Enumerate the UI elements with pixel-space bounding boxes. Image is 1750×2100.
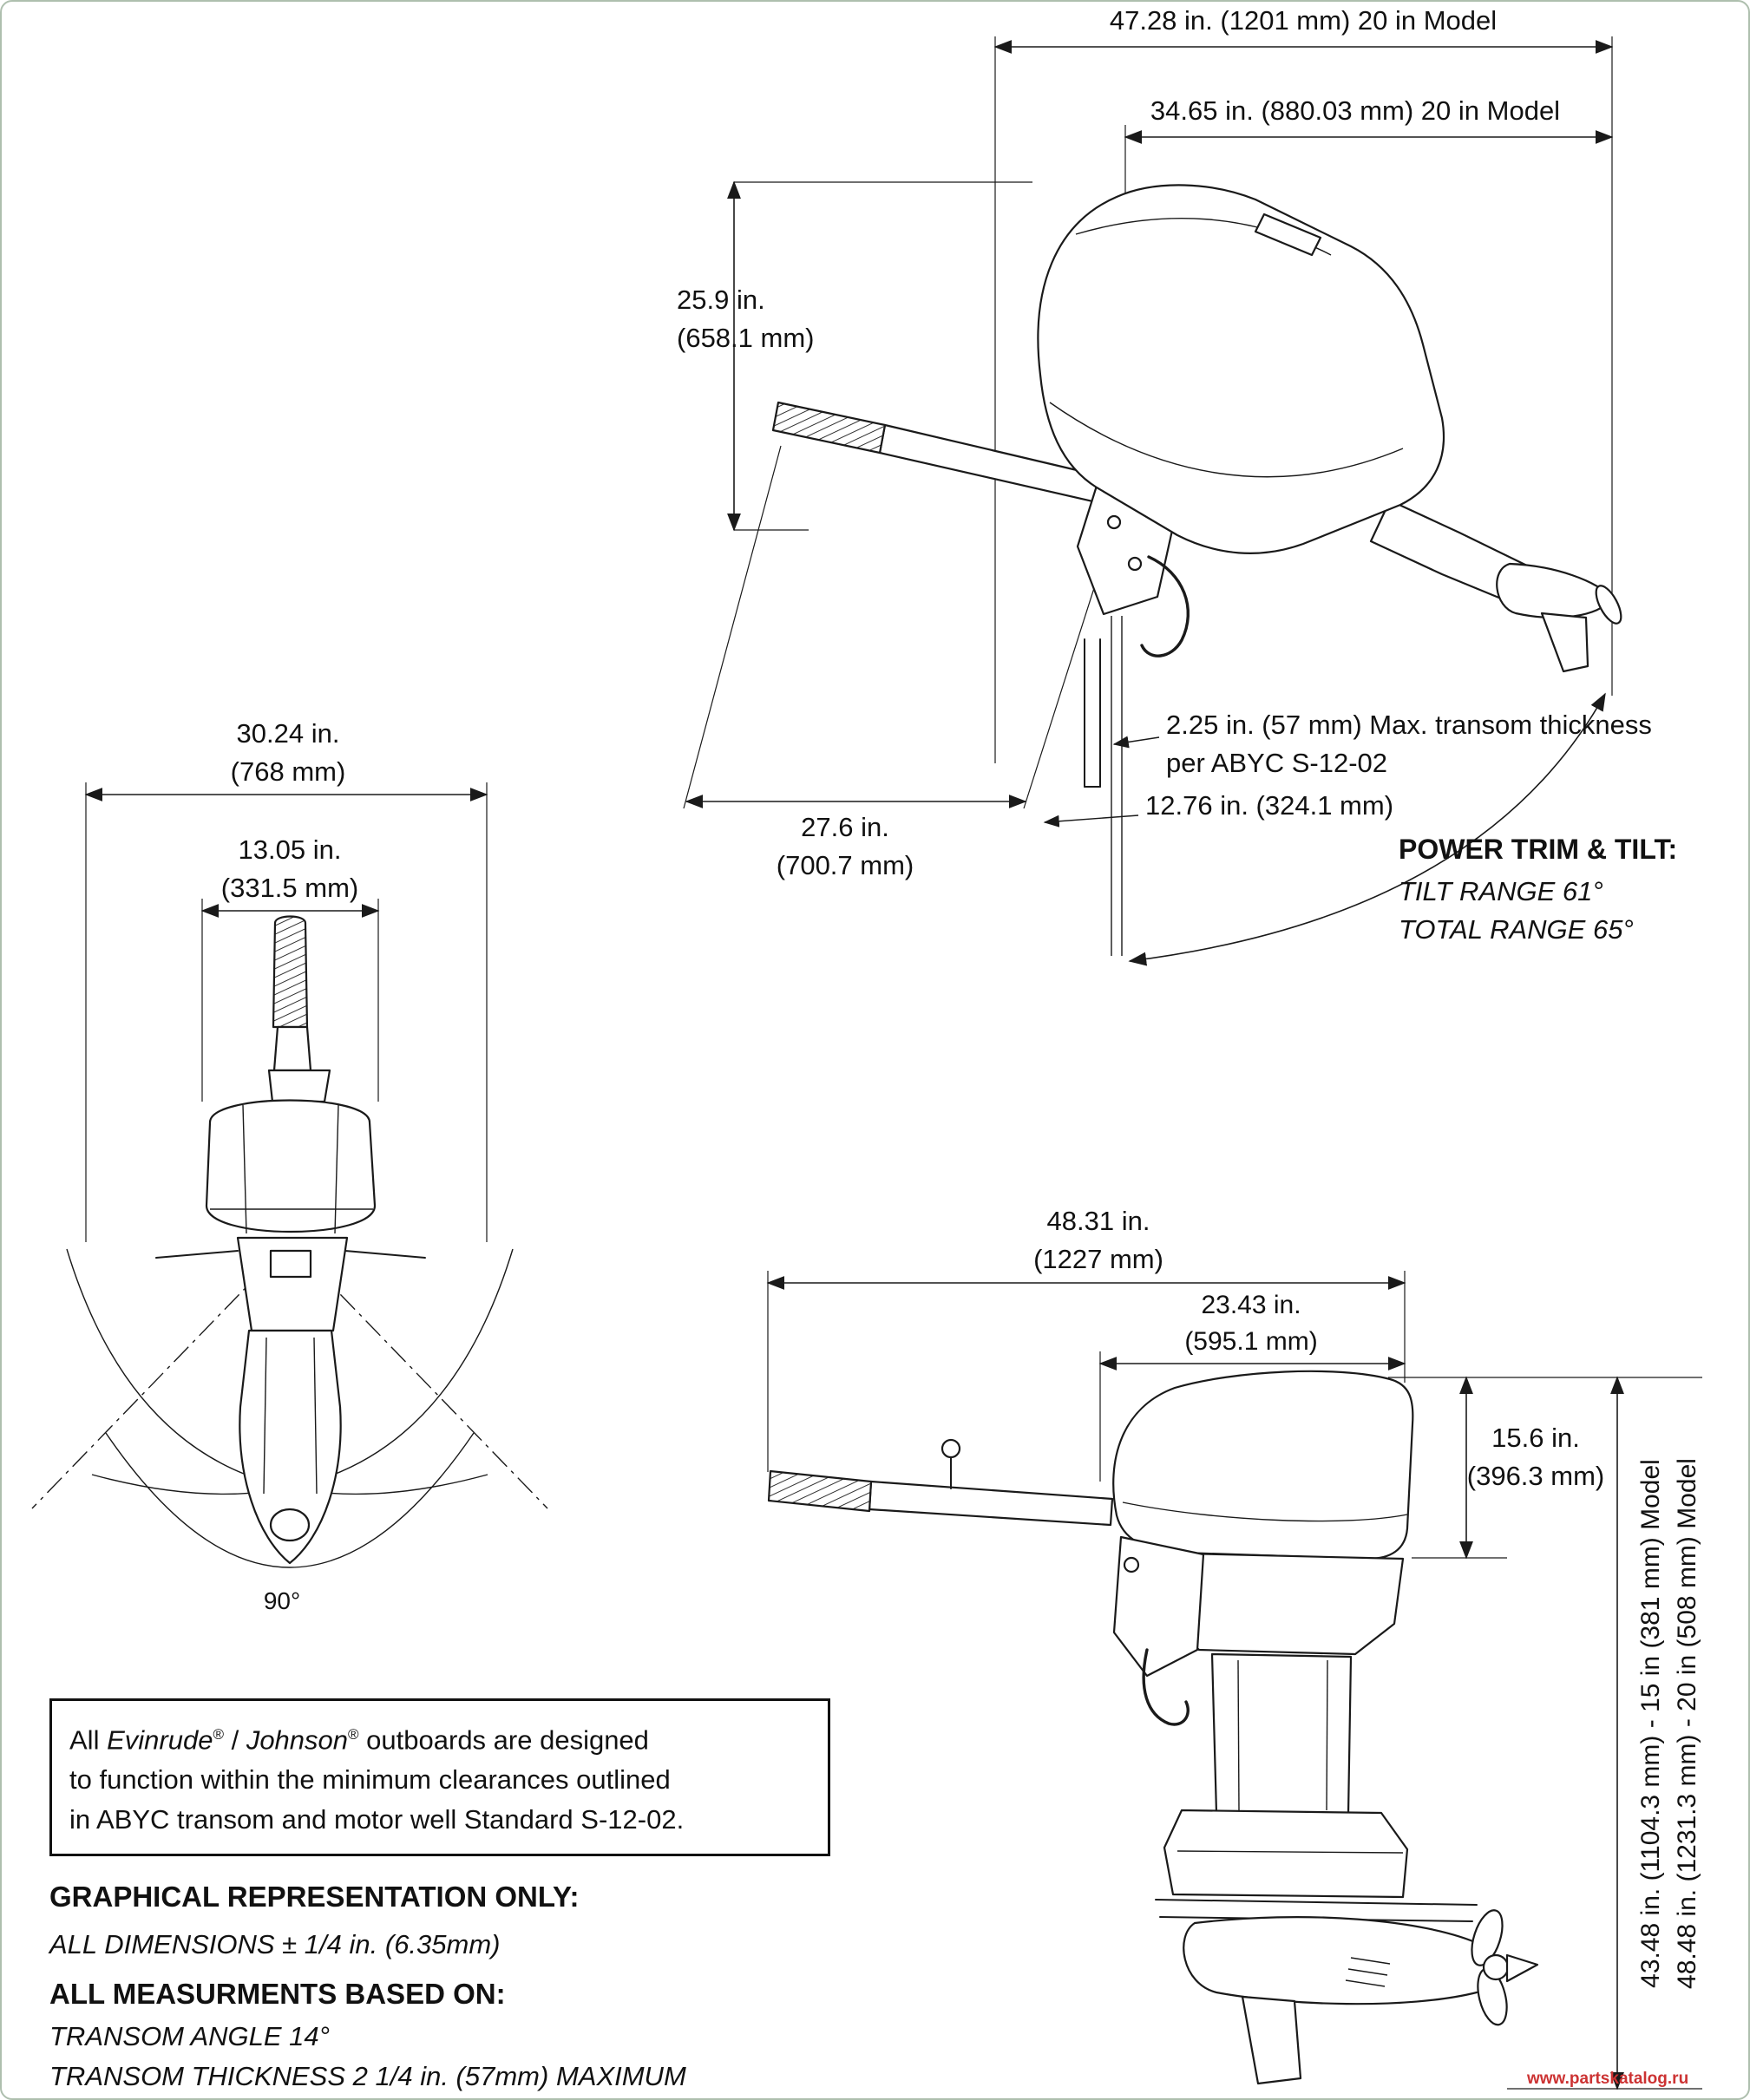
- dim-height-20in-model: 48.48 in. (1231.3 mm) - 20 in (508 mm) M…: [1673, 1458, 1701, 1989]
- note-transom-thickness-line2: per ABYC S-12-02: [1166, 748, 1388, 778]
- dim-overall-width: 30.24 in. (768 mm): [231, 715, 346, 791]
- dim-side-cowl-length-mm: (595.1 mm): [1184, 1327, 1318, 1356]
- footer-note-transom-thickness: TRANSOM THICKNESS 2 1/4 in. (57mm) MAXIM…: [49, 2061, 686, 2091]
- footer-note-transom-angle: TRANSOM ANGLE 14°: [49, 2021, 331, 2051]
- dim-overall-width-mm: (768 mm): [230, 756, 346, 787]
- dim-side-overall-length-in: 48.31 in.: [1046, 1206, 1150, 1236]
- side-motor-drawing: [767, 1370, 1539, 2085]
- watermark-link[interactable]: www.partskatalog.ru: [1527, 2070, 1689, 2088]
- tilt-range-label: TILT RANGE 61°: [1399, 876, 1603, 906]
- front-view-motor-drawing: [31, 915, 548, 1568]
- dim-cowl-width-in: 13.05 in.: [238, 834, 342, 865]
- dim-bracket-length: 12.76 in. (324.1 mm): [1145, 790, 1394, 821]
- dim-tiller-height-in: 25.9 in.: [677, 285, 765, 315]
- dim-tiller-reach: 27.6 in. (700.7 mm): [777, 808, 914, 885]
- abyc-notice-box: All Evinrude® / Johnson® outboards are d…: [49, 1698, 830, 1857]
- notice-line1: All Evinrude® / Johnson® outboards are d…: [69, 1724, 649, 1756]
- dim-side-cowl-height-mm: (396.3 mm): [1466, 1461, 1605, 1491]
- dim-side-overall-length-mm: (1227 mm): [1033, 1244, 1163, 1274]
- dim-cowl-width-mm: (331.5 mm): [220, 873, 359, 903]
- dim-length-to-transom: 34.65 in. (880.03 mm) 20 in Model: [1150, 95, 1561, 126]
- notice-line3: in ABYC transom and motor well Standard …: [69, 1804, 685, 1835]
- dim-model-heights: 43.48 in. (1104.3 mm) - 15 in (381 mm) M…: [1633, 1351, 1706, 2097]
- side-view-dimension-lines: [766, 1271, 1702, 2090]
- dim-side-overall-length: 48.31 in. (1227 mm): [1033, 1202, 1163, 1279]
- notice-line2: to function within the minimum clearance…: [69, 1764, 671, 1796]
- dim-side-cowl-height: 15.6 in. (396.3 mm): [1467, 1419, 1604, 1495]
- steering-angle-label: 90°: [263, 1587, 301, 1614]
- footer-note-dimensions: ALL DIMENSIONS ± 1/4 in. (6.35mm): [49, 1929, 501, 1959]
- dim-tiller-reach-mm: (700.7 mm): [776, 850, 914, 880]
- power-trim-tilt-title: POWER TRIM & TILT:: [1399, 834, 1678, 865]
- dim-height-15in-model: 43.48 in. (1104.3 mm) - 15 in (381 mm) M…: [1636, 1459, 1665, 1988]
- note-transom-thickness-line1: 2.25 in. (57 mm) Max. transom thickness: [1166, 710, 1652, 740]
- dim-side-cowl-length: 23.43 in. (595.1 mm): [1184, 1287, 1317, 1360]
- dim-cowl-width: 13.05 in. (331.5 mm): [221, 831, 358, 907]
- dim-tiller-height-mm: (658.1 mm): [677, 323, 815, 353]
- dim-tiller-height: 25.9 in. (658.1 mm): [677, 281, 814, 357]
- front-view-dimension-lines: [84, 782, 488, 1242]
- tilted-motor-drawing: [771, 184, 1622, 956]
- dim-overall-length-tilted: 47.28 in. (1201 mm) 20 in Model: [1109, 5, 1498, 36]
- total-range-label: TOTAL RANGE 65°: [1399, 914, 1634, 945]
- dim-side-cowl-height-in: 15.6 in.: [1491, 1423, 1580, 1453]
- dim-tiller-reach-in: 27.6 in.: [801, 812, 889, 842]
- tilted-view-dimension-lines: [683, 36, 1614, 966]
- footer-heading-graphical: GRAPHICAL REPRESENTATION ONLY:: [49, 1881, 580, 1913]
- footer-heading-measurements: ALL MEASURMENTS BASED ON:: [49, 1978, 506, 2010]
- dim-side-cowl-length-in: 23.43 in.: [1201, 1291, 1301, 1319]
- dim-overall-width-in: 30.24 in.: [236, 718, 340, 749]
